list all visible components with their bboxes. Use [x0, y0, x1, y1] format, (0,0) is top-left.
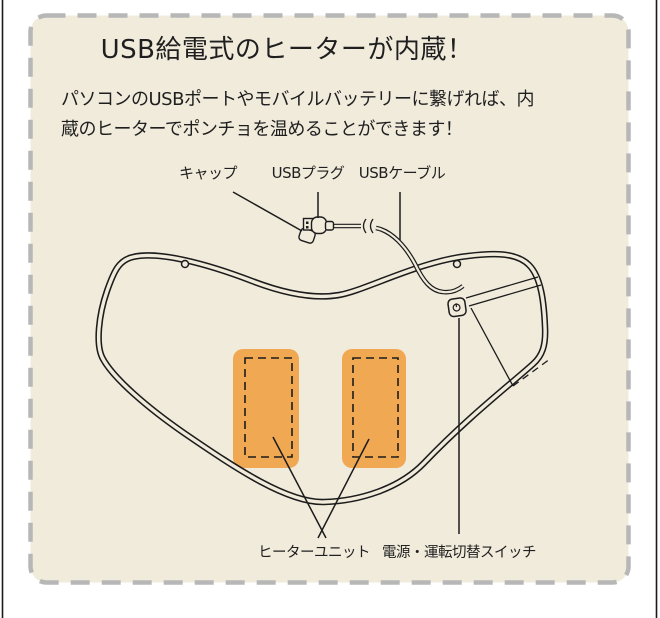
- leader-lines: [232, 191, 460, 539]
- pocket: [465, 276, 551, 387]
- usb-plug-drawing: [302, 216, 335, 235]
- panel-description: パソコンのUSBポートやモバイルバッテリーに繋げれば、内 蔵のヒーターでポンチョ…: [61, 85, 534, 145]
- usb-cable-drawing: [333, 218, 465, 295]
- heater-left-leader-line: [272, 436, 327, 539]
- heater-right-leader-line: [317, 438, 370, 539]
- label-cap: キャップ: [178, 164, 238, 182]
- heater-unit-right: [342, 349, 406, 468]
- power-switch-icon: [447, 297, 467, 318]
- buttonhole-left: [180, 259, 190, 269]
- panel-title: USB給電式のヒーターが内蔵！: [100, 35, 474, 65]
- label-usb-cable: USBケーブル: [358, 164, 446, 182]
- label-heater-unit: ヒーターユニット: [258, 545, 371, 561]
- heater-unit-left: [233, 349, 299, 468]
- label-usb-plug: USBプラグ: [271, 164, 345, 182]
- description-line-1: パソコンのUSBポートやモバイルバッテリーに繋げれば、内: [61, 89, 534, 110]
- label-power-switch: 電源・運転切替スイッチ: [382, 545, 537, 561]
- description-line-2: 蔵のヒーターでポンチョを温めることができます！: [61, 119, 463, 140]
- poncho-outline: [95, 250, 549, 506]
- buttonhole-right: [452, 259, 462, 269]
- cap-leader-line: [232, 191, 303, 232]
